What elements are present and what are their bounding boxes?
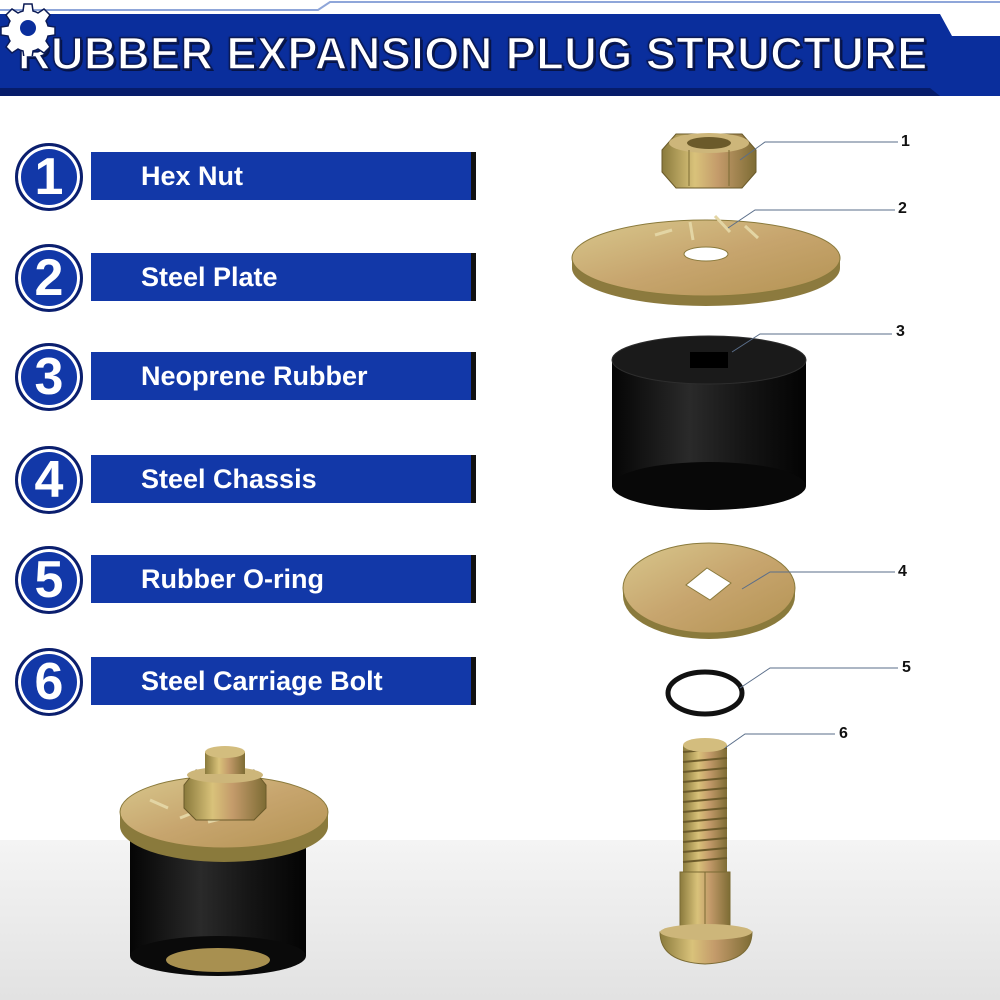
carriage-bolt-part bbox=[659, 738, 753, 965]
item-label: Steel Carriage Bolt bbox=[91, 657, 476, 705]
list-item-steel-plate: 2 Steel Plate bbox=[15, 244, 485, 312]
steel-chassis-part bbox=[622, 542, 796, 639]
number-badge: 4 bbox=[15, 446, 83, 514]
callout-6: 6 bbox=[839, 725, 848, 742]
item-label: Hex Nut bbox=[91, 152, 476, 200]
callout-2: 2 bbox=[898, 200, 907, 217]
list-item-hex-nut: 1 Hex Nut bbox=[15, 143, 485, 211]
rubber-o-ring-part bbox=[665, 669, 745, 717]
callout-1: 1 bbox=[901, 133, 910, 150]
list-item-steel-chassis: 4 Steel Chassis bbox=[15, 446, 485, 514]
gear-icon bbox=[0, 3, 56, 56]
list-item-neoprene-rubber: 3 Neoprene Rubber bbox=[15, 343, 485, 411]
callout-5: 5 bbox=[902, 659, 911, 676]
callout-3: 3 bbox=[896, 323, 905, 340]
item-label: Steel Chassis bbox=[91, 455, 476, 503]
number-badge: 2 bbox=[15, 244, 83, 312]
callout-lines bbox=[724, 141, 898, 749]
item-label: Rubber O-ring bbox=[91, 555, 476, 603]
banner-shape bbox=[0, 0, 1000, 100]
number-badge: 1 bbox=[15, 143, 83, 211]
steel-plate-part bbox=[571, 214, 841, 306]
number-badge: 6 bbox=[15, 648, 83, 716]
neoprene-rubber-part bbox=[611, 335, 807, 510]
item-label: Neoprene Rubber bbox=[91, 352, 476, 400]
callout-4: 4 bbox=[898, 563, 907, 580]
list-item-steel-carriage-bolt: 6 Steel Carriage Bolt bbox=[15, 648, 485, 716]
hex-nut-part bbox=[661, 133, 757, 189]
number-badge: 3 bbox=[15, 343, 83, 411]
assembled-plug-image bbox=[119, 746, 329, 976]
header-banner: RUBBER EXPANSION PLUG STRUCTURE bbox=[0, 0, 1000, 100]
list-item-rubber-o-ring: 5 Rubber O-ring bbox=[15, 546, 485, 614]
number-badge: 5 bbox=[15, 546, 83, 614]
item-label: Steel Plate bbox=[91, 253, 476, 301]
page-title: RUBBER EXPANSION PLUG STRUCTURE bbox=[17, 27, 928, 80]
